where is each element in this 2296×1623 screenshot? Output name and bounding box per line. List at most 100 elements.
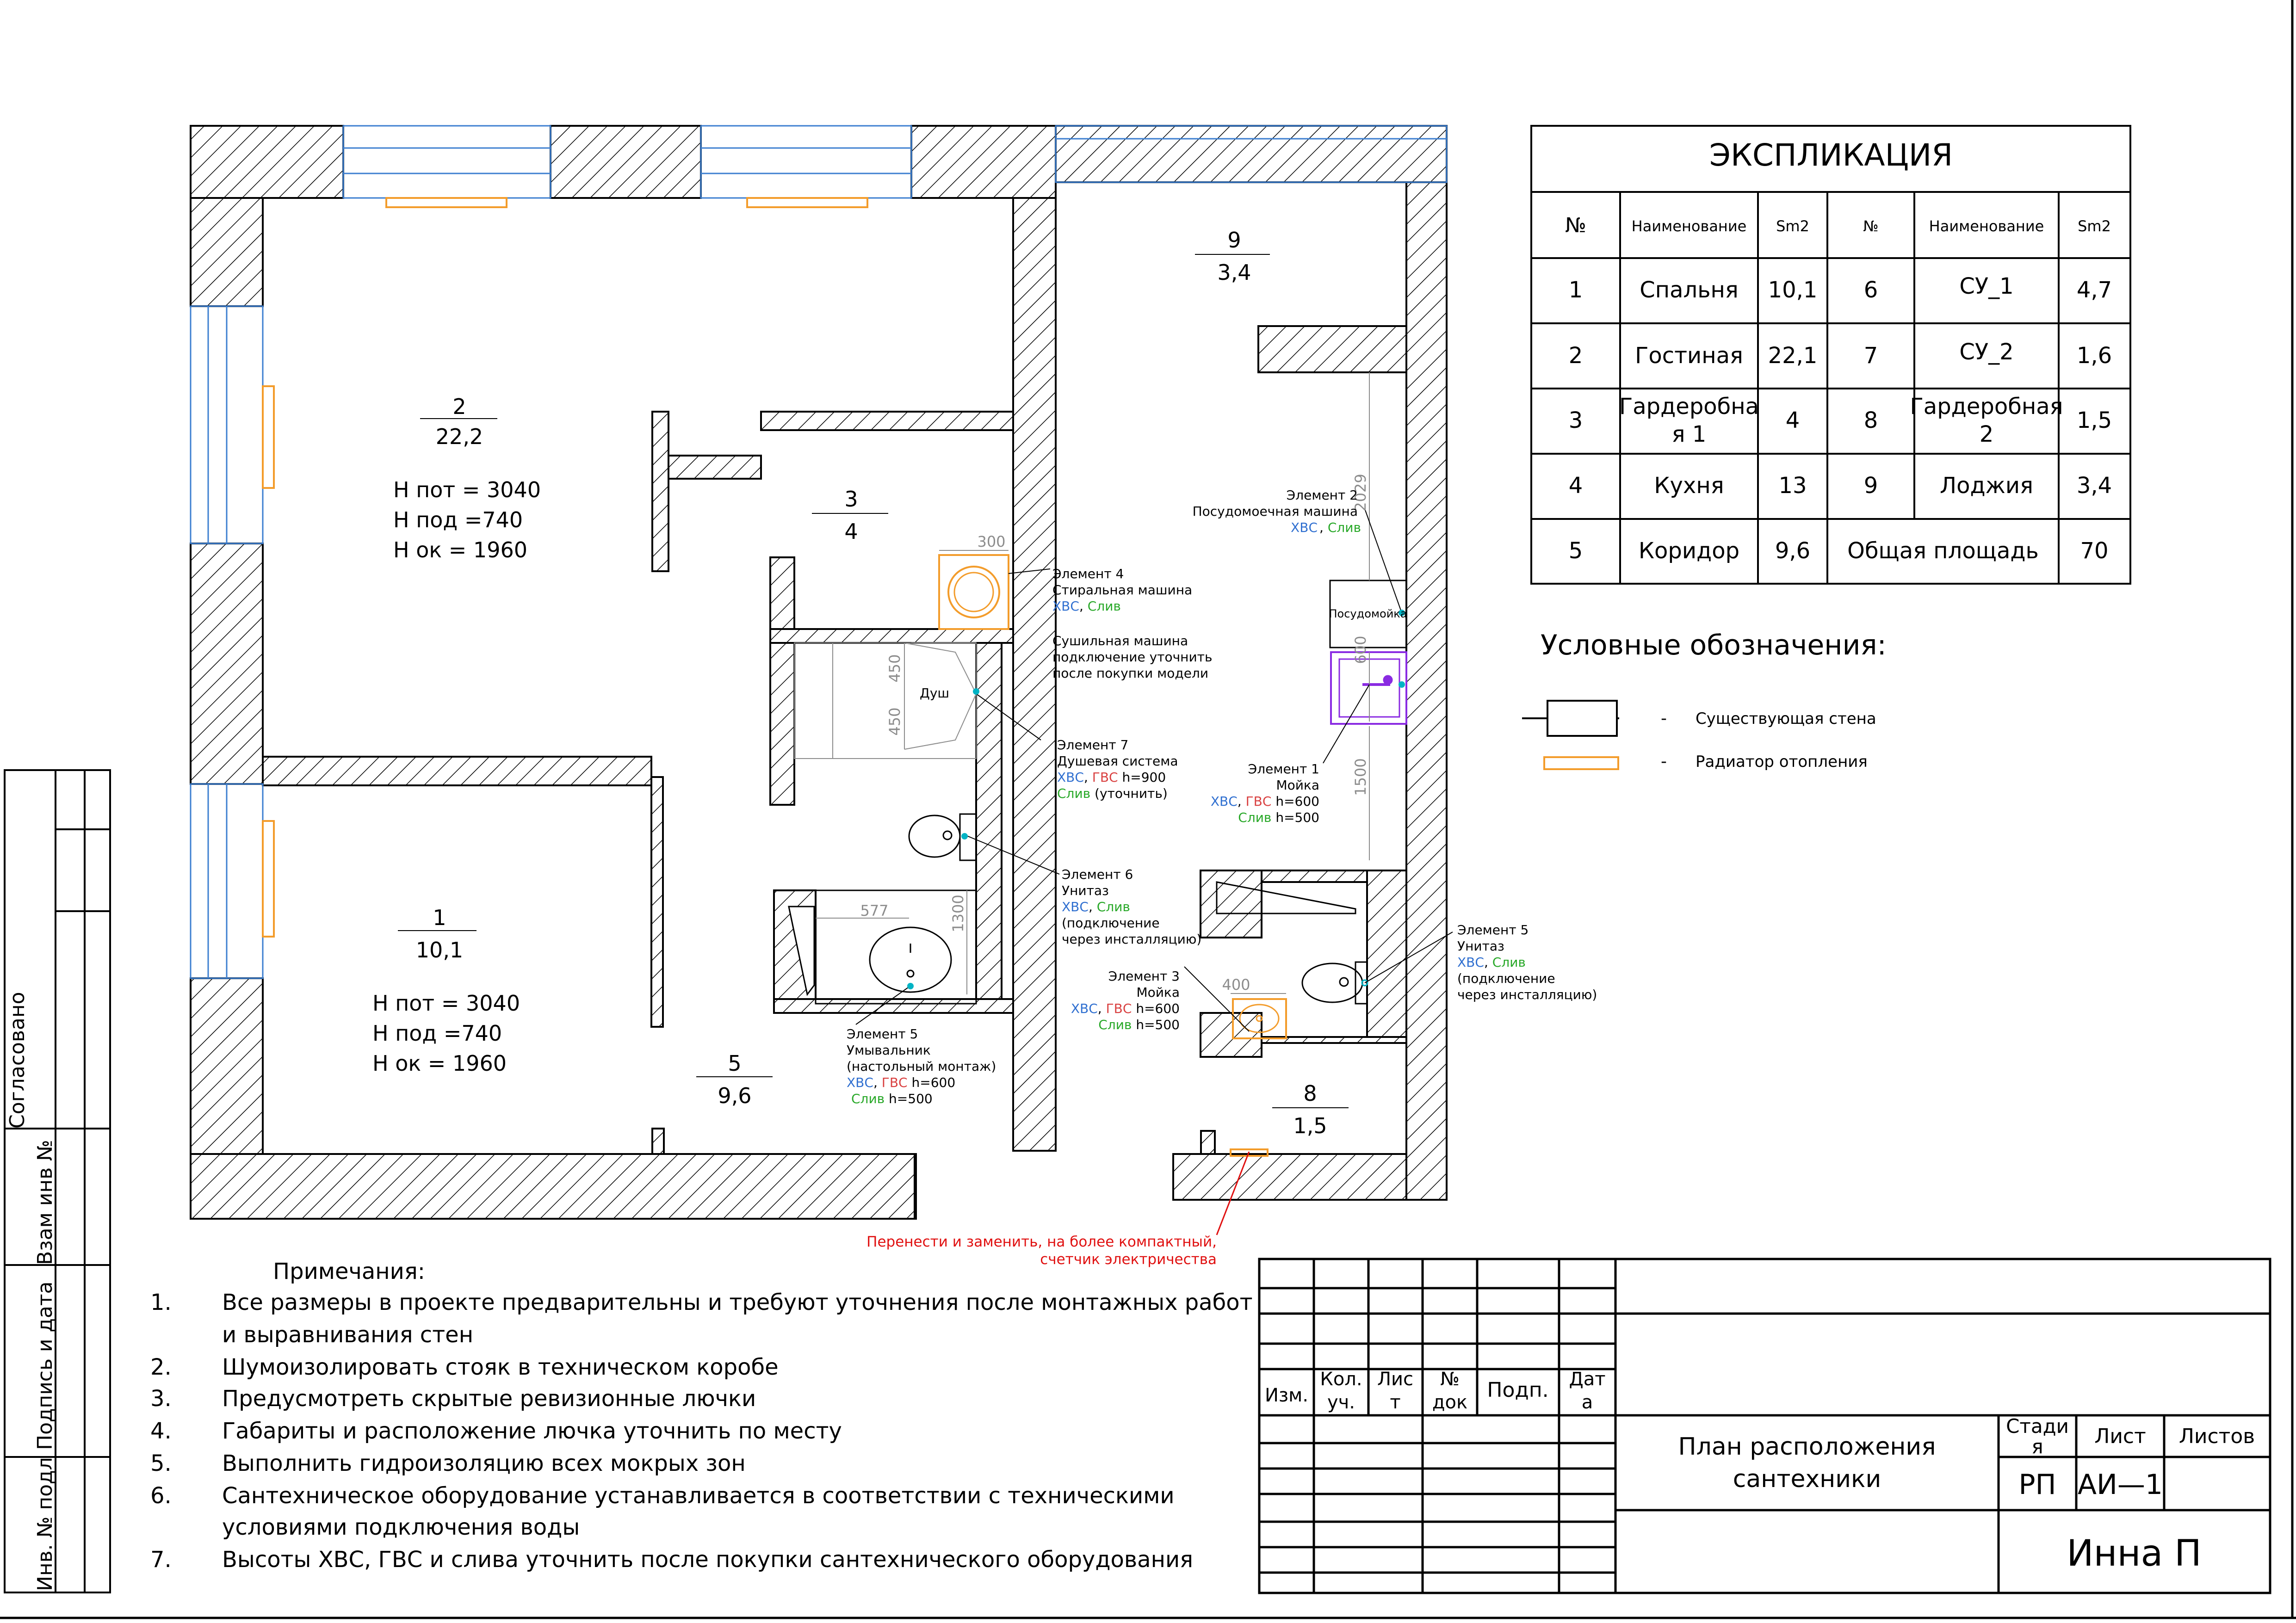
element-desc: Унитаз [1457, 938, 1504, 954]
xvs-label: ХВС [1071, 1001, 1098, 1016]
note-text: Сантехническое оборудование устанавливае… [222, 1483, 1175, 1509]
element-title: Элемент 5 [1457, 922, 1529, 938]
explication-table [1530, 125, 2131, 585]
side-stamp [4, 769, 111, 1593]
cell: Гардеробная [1910, 394, 2063, 420]
note-number: 4. [150, 1418, 172, 1444]
title-block-texts: Изм. Кол. уч. Лис т № док Подп. Дат а Пл… [1265, 1369, 2255, 1574]
note-number: 5. [150, 1450, 172, 1476]
cell: Кухня [1654, 473, 1724, 499]
cell: СУ_1 [1959, 273, 2013, 299]
legend-dash: - [1661, 752, 1667, 771]
height-label: h=600 [1271, 794, 1319, 809]
col-header: Наименование [1632, 217, 1747, 235]
height-label: h=500 [885, 1091, 933, 1106]
xvs-label: ХВС [1052, 599, 1079, 614]
cell: СУ_2 [1959, 339, 2013, 365]
dim-text: 400 [1222, 976, 1250, 994]
stamp-label: Взам инв № [33, 1140, 57, 1265]
gvs-label: ГВС [1106, 1001, 1132, 1016]
svg-text:ХВС, ГВС h=600: ХВС, ГВС h=600 [1211, 794, 1319, 809]
element-annotations: Элемент 4 Стиральная машина ХВС, Слив Су… [847, 488, 1597, 1106]
cell: Коридор [1639, 538, 1739, 564]
cell: 8 [1864, 407, 1878, 433]
element-desc: через инсталляцию) [1457, 987, 1597, 1002]
red-note: Перенести и заменить, на более компактны… [866, 1234, 1217, 1268]
height-label: h=900 [1118, 770, 1166, 785]
dryer-note: после покупки модели [1052, 666, 1208, 681]
element-desc: Умывальник [847, 1043, 931, 1058]
element-title: Элемент 7 [1057, 737, 1128, 753]
cell: Спальня [1640, 277, 1739, 303]
xvs-label: ХВС [1211, 794, 1238, 809]
room-area: 4 [844, 519, 858, 544]
cell: 7 [1864, 343, 1878, 369]
element-desc: Унитаз [1062, 883, 1109, 898]
height-label: h=500 [1132, 1017, 1180, 1032]
drain-label: Слив [1097, 899, 1130, 914]
note-text: условиями подключения воды [222, 1514, 580, 1540]
title-block [1258, 1258, 2271, 1594]
xvs-label: ХВС [1291, 520, 1318, 535]
tb-header: Кол. [1320, 1369, 1362, 1390]
gvs-label: ГВС [1246, 794, 1272, 809]
sheet-label: Лист [2094, 1425, 2146, 1448]
element-desc: Посудомоечная машина [1193, 504, 1358, 519]
tb-header: т [1390, 1392, 1400, 1413]
cell: 1,5 [2077, 407, 2112, 433]
note-number: 6. [150, 1483, 172, 1509]
cell: 9,6 [1775, 538, 1810, 564]
radiator-symbol-icon [1543, 756, 1619, 770]
drain-label: Слив [1328, 520, 1361, 535]
tb-header: Лис [1377, 1369, 1413, 1390]
legend-item: Радиатор отопления [1696, 753, 1868, 771]
note-number: 1. [150, 1290, 172, 1315]
element-desc: Стиральная машина [1052, 582, 1192, 598]
dim-text: 1500 [1352, 758, 1369, 796]
cell: 4,7 [2077, 277, 2112, 303]
cell: Лоджия [1940, 473, 2033, 499]
xvs-label: ХВС [1457, 955, 1484, 970]
dryer-note: подключение уточнить [1052, 649, 1212, 665]
col-header: Sm2 [2078, 217, 2111, 235]
room-height: H ок = 1960 [393, 537, 527, 562]
dishwasher-icon [1329, 580, 1407, 648]
room-number: 9 [1227, 228, 1241, 253]
drain-label: Слив [851, 1091, 885, 1106]
xvs-label: ХВС [1062, 899, 1089, 914]
cell: 1,6 [2077, 343, 2112, 369]
red-note-line: счетчик электричества [1040, 1251, 1217, 1268]
dim-text: 300 [977, 533, 1005, 550]
element-desc: Мойка [1136, 985, 1180, 1000]
tb-header: Изм. [1265, 1385, 1308, 1406]
dim-text: 600 [1352, 636, 1369, 664]
author: Инна П [2067, 1533, 2202, 1574]
cell: 22,1 [1768, 343, 1818, 369]
room-area: 3,4 [1217, 260, 1251, 285]
red-note-line: Перенести и заменить, на более компактны… [866, 1234, 1217, 1250]
cell: 4 [1786, 407, 1800, 433]
element-desc: через инсталляцию) [1062, 932, 1201, 947]
explication-title: ЭКСПЛИКАЦИЯ [1709, 137, 1953, 173]
dim-text: 1300 [949, 895, 967, 932]
notes-title: Примечания: [273, 1259, 425, 1284]
cell: 1 [1569, 277, 1583, 303]
room-area: 10,1 [416, 938, 463, 963]
svg-text:Слив h=500: Слив h=500 [1098, 1017, 1180, 1032]
note-text: Выполнить гидроизоляцию всех мокрых зон [222, 1450, 746, 1476]
svg-text:Слив (уточнить): Слив (уточнить) [1057, 786, 1168, 801]
cell: 6 [1864, 277, 1878, 303]
dim-text: 2029 [1352, 474, 1369, 511]
stage-value: РП [2018, 1469, 2056, 1501]
room-number: 5 [728, 1051, 741, 1076]
washing-machine-icon [938, 554, 1009, 630]
legend-item: Существующая стена [1696, 710, 1876, 728]
svg-text:ХВС, ГВС h=900: ХВС, ГВС h=900 [1057, 770, 1166, 785]
sink-3-icon [1232, 998, 1287, 1039]
cell: 2 [1980, 421, 1994, 447]
room-number: 8 [1303, 1081, 1317, 1106]
side-stamp-texts: Согласовано Взам инв № Подпись и дата Ин… [6, 992, 57, 1591]
note-number: 2. [150, 1354, 172, 1380]
col-header: Наименование [1929, 217, 2044, 235]
